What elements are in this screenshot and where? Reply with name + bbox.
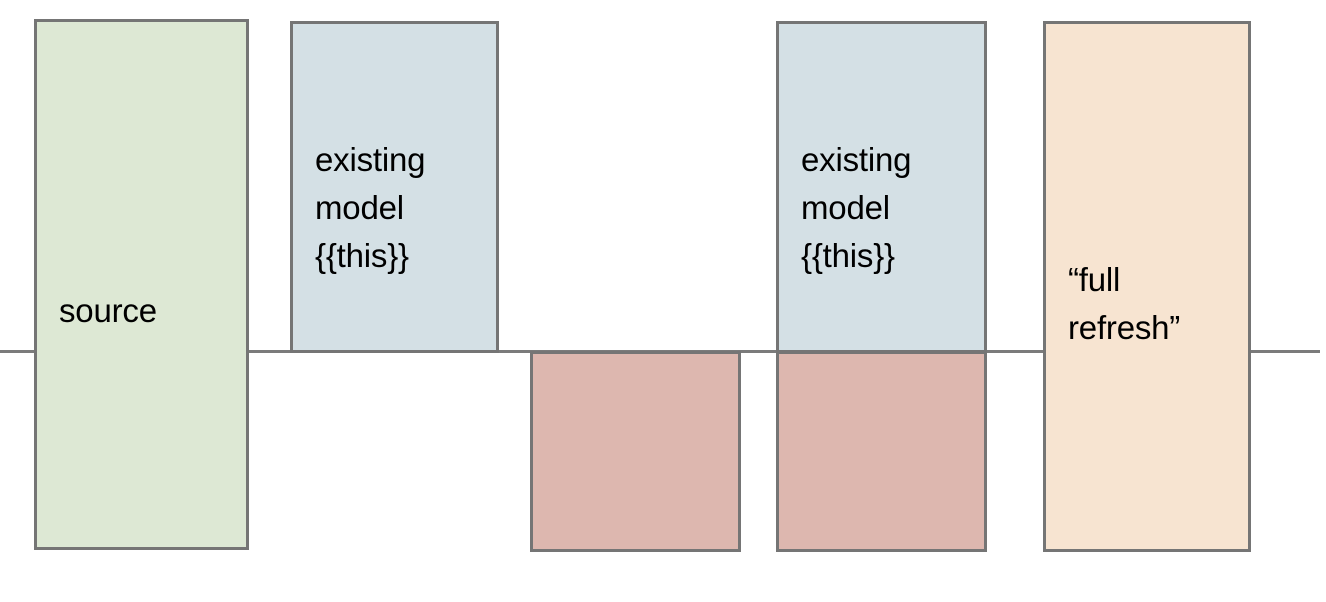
block-existing-model-1[interactable]: existing model {{this}} bbox=[290, 21, 499, 353]
block-source[interactable]: source bbox=[34, 19, 249, 550]
block-source-label: source bbox=[59, 292, 157, 329]
block-existing-model-2[interactable]: existing model {{this}} bbox=[776, 21, 987, 353]
block-existing-model-1-label: existing model {{this}} bbox=[315, 141, 426, 274]
block-new-records-1[interactable]: new records bbox=[530, 351, 741, 552]
block-existing-model-2-label: existing model {{this}} bbox=[801, 141, 912, 274]
block-full-refresh[interactable]: “full refresh” bbox=[1043, 21, 1251, 552]
block-new-records-2[interactable]: new records bbox=[776, 351, 987, 552]
block-full-refresh-label: “full refresh” bbox=[1068, 261, 1181, 346]
